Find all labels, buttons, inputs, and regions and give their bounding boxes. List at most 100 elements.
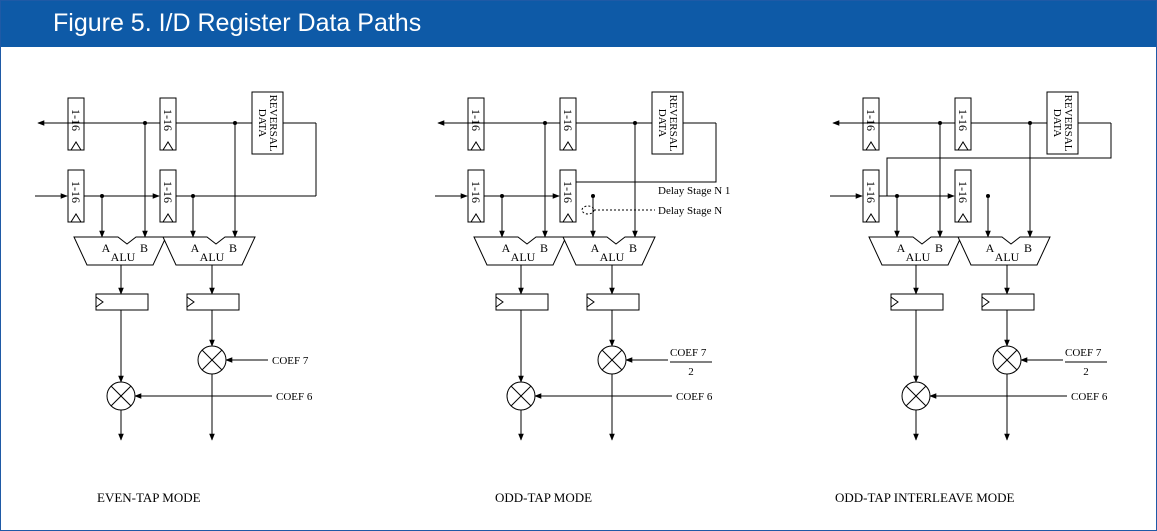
alu-port-b: B <box>140 241 148 255</box>
clock-triangle <box>981 296 990 308</box>
register-label: 1-16 <box>956 181 970 203</box>
coef7-denominator: 2 <box>1083 366 1089 378</box>
output-register-1 <box>862 97 880 151</box>
output-register-2 <box>159 97 177 151</box>
alu-port-a: A <box>986 241 995 255</box>
data-reversal-block <box>651 91 684 155</box>
register-label: 1-16 <box>69 181 83 203</box>
register-label: 1-16 <box>161 109 175 131</box>
register-label: 1-16 <box>956 109 970 131</box>
pipeline-register <box>495 293 549 311</box>
register-label: 1-16 <box>864 109 878 131</box>
coef7-label: COEF 7 <box>272 355 309 367</box>
pipeline-register <box>890 293 944 311</box>
alu-port-b: B <box>935 241 943 255</box>
multiplier-cross <box>110 385 132 407</box>
coef6-label: COEF 6 <box>1071 391 1108 403</box>
alu-port-b: B <box>1024 241 1032 255</box>
data-reversal-label: DATA <box>656 109 668 138</box>
alu-port-a: A <box>897 241 906 255</box>
data-reversal-block <box>251 91 284 155</box>
clock-triangle <box>495 296 504 308</box>
output-register-1 <box>467 97 485 151</box>
coef7-label: COEF 7 <box>670 347 707 359</box>
alu-port-a: A <box>191 241 200 255</box>
data-reversal-label: REVERSAL <box>267 95 279 152</box>
pipeline-register <box>586 293 640 311</box>
delay-stage-n-label: Delay Stage N <box>658 205 722 217</box>
alu-port-a: A <box>102 241 111 255</box>
delay-stage-ellipse <box>581 205 595 215</box>
alu-label: ALU <box>995 250 1020 264</box>
data-reversal-label: DATA <box>1051 109 1063 138</box>
alu-port-b: B <box>229 241 237 255</box>
output-register-1 <box>67 97 85 151</box>
alu-block <box>73 236 167 266</box>
mode-caption: EVEN-TAP MODE <box>97 490 201 505</box>
delay-stage-n1-label: Delay Stage N 1 <box>658 185 730 197</box>
clock-triangle <box>865 141 877 151</box>
alu-block <box>473 236 567 266</box>
clock-triangle <box>470 141 482 151</box>
figure-title: Figure 5. I/D Register Data Paths <box>53 9 422 37</box>
register-label: 1-16 <box>561 109 575 131</box>
data-reversal-label: REVERSAL <box>667 95 679 152</box>
clock-triangle <box>957 213 969 223</box>
alu-port-b: B <box>629 241 637 255</box>
alu-label: ALU <box>111 250 136 264</box>
clock-triangle <box>890 296 899 308</box>
coef7-label: COEF 7 <box>1065 347 1102 359</box>
output-register-2 <box>954 97 972 151</box>
clock-triangle <box>562 213 574 223</box>
clock-triangle <box>562 141 574 151</box>
clock-triangle <box>865 213 877 223</box>
alu-block <box>562 236 656 266</box>
multiplier-cross <box>905 385 927 407</box>
multiplier-cross <box>996 349 1018 371</box>
pipeline-register <box>186 293 240 311</box>
clock-triangle <box>95 296 104 308</box>
alu-block <box>162 236 256 266</box>
clock-triangle <box>186 296 195 308</box>
coef6-label: COEF 6 <box>276 391 313 403</box>
multiplier-cross <box>601 349 623 371</box>
alu-label: ALU <box>511 250 536 264</box>
mode-caption: ODD-TAP INTERLEAVE MODE <box>835 490 1015 505</box>
register-label: 1-16 <box>561 181 575 203</box>
feedback-line <box>886 123 1112 196</box>
register-label: 1-16 <box>469 181 483 203</box>
clock-triangle <box>70 141 82 151</box>
clock-triangle <box>70 213 82 223</box>
alu-block <box>957 236 1051 266</box>
register-label: 1-16 <box>69 109 83 131</box>
clock-triangle <box>957 141 969 151</box>
clock-triangle <box>470 213 482 223</box>
register-label: 1-16 <box>469 109 483 131</box>
figure-header: Figure 5. I/D Register Data Paths <box>1 1 1156 47</box>
alu-port-a: A <box>591 241 600 255</box>
data-reversal-label: DATA <box>256 109 268 138</box>
register-label: 1-16 <box>864 181 878 203</box>
data-reversal-label: REVERSAL <box>1062 95 1074 152</box>
coef7-denominator: 2 <box>688 366 694 378</box>
multiplier-cross <box>201 349 223 371</box>
input-register-2 <box>954 169 972 223</box>
coef6-label: COEF 6 <box>676 391 713 403</box>
alu-label: ALU <box>600 250 625 264</box>
multiplier-cross <box>510 385 532 407</box>
data-reversal-block <box>1046 91 1079 155</box>
alu-label: ALU <box>200 250 225 264</box>
feedback-line <box>576 123 717 183</box>
mode-caption: ODD-TAP MODE <box>495 490 592 505</box>
pipeline-register <box>95 293 149 311</box>
clock-triangle <box>162 141 174 151</box>
register-label: 1-16 <box>161 181 175 203</box>
alu-block <box>868 236 962 266</box>
pipeline-register <box>981 293 1035 311</box>
alu-port-a: A <box>502 241 511 255</box>
clock-triangle <box>162 213 174 223</box>
